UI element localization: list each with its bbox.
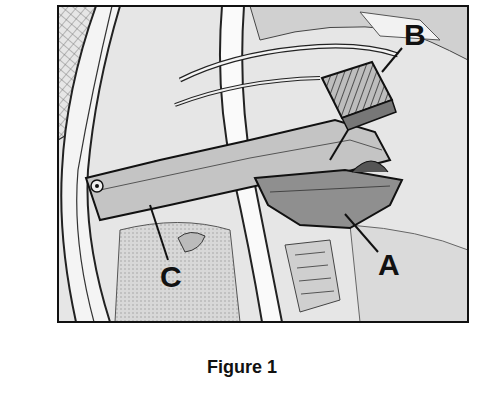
module-edge [270,186,390,192]
connector-lead [330,130,348,160]
panel-line [77,6,112,322]
connector-body [342,100,396,130]
grommet [178,232,205,252]
bracket-bolt-centre [95,184,99,188]
leader-line [382,48,402,72]
floor-area [115,223,240,323]
callout-letter: C [160,262,182,292]
control-module [255,170,402,228]
figure-caption: Figure 1 [207,358,277,376]
wire-highlight [175,78,320,105]
lower-part-ribs [295,252,334,294]
figure-frame [58,6,468,322]
leader-line [345,214,378,252]
panel-detail [360,12,440,40]
wire [175,78,320,105]
lower-part [285,240,340,312]
leader-line [150,205,168,260]
module-mount [352,161,388,172]
panel-edge [61,6,120,322]
background [58,6,468,322]
engine-bay-view [58,6,468,322]
callout-letter: A [378,250,400,280]
bracket-bolt [91,180,103,192]
callout-letter: B [404,20,426,50]
